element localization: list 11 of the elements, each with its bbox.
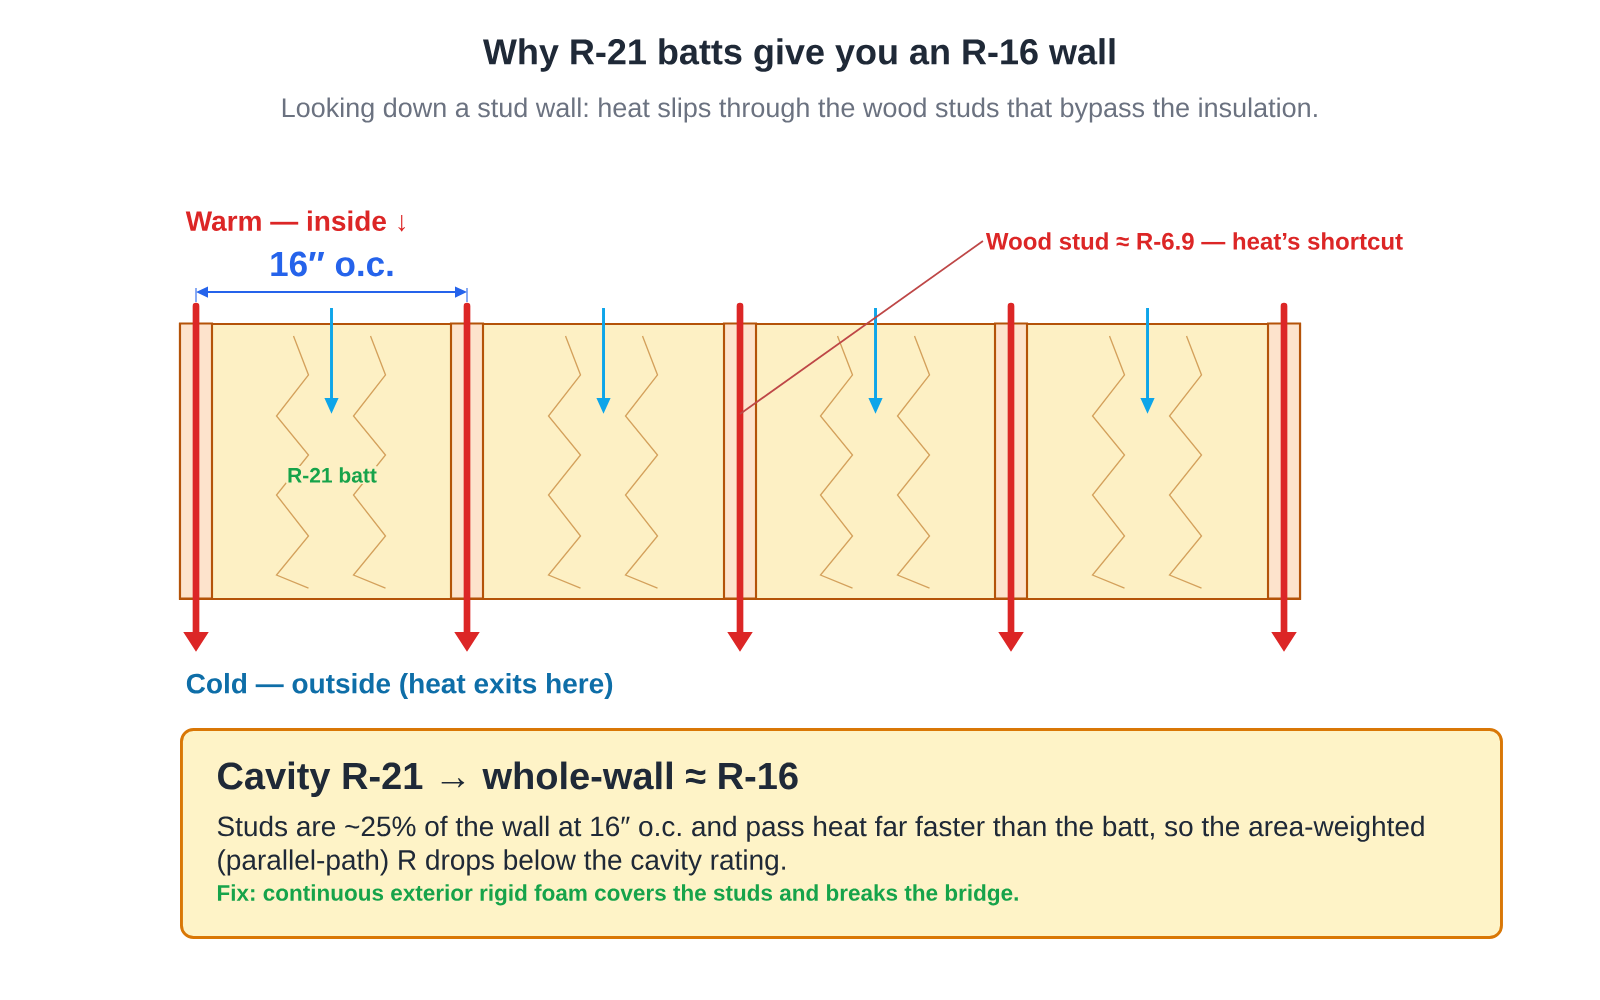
subtitle: Looking down a stud wall: heat slips through the wood studs that bypass the insulation. [282, 97, 1317, 123]
summary-text: Studs are ~25% of the wall at 16″ o.c. and pass heat far faster than the batt, so the area-weighted (parallel-path) R drops below the cavity rating. [217, 815, 1424, 876]
fix-note: Fix: continuous exterior rigid foam covers the studs and breaks the bridge. [218, 884, 1018, 906]
leader-line [739, 240, 984, 415]
callout-label: Wood stud ≈ R-6.9 — heat’s shortcut [985, 232, 1403, 250]
side-label: Warm — inside ↓ [185, 210, 405, 232]
side-label: Cold — outside (heat exits here) [186, 672, 613, 700]
title: Why R-21 batts give you an R-16 wall [482, 38, 1115, 72]
summary-box [180, 728, 1503, 939]
dimension-label: 16″ o.c. [271, 251, 393, 277]
summary-heading: Cavity R-21 → whole-wall ≈ R-16 [218, 761, 798, 797]
